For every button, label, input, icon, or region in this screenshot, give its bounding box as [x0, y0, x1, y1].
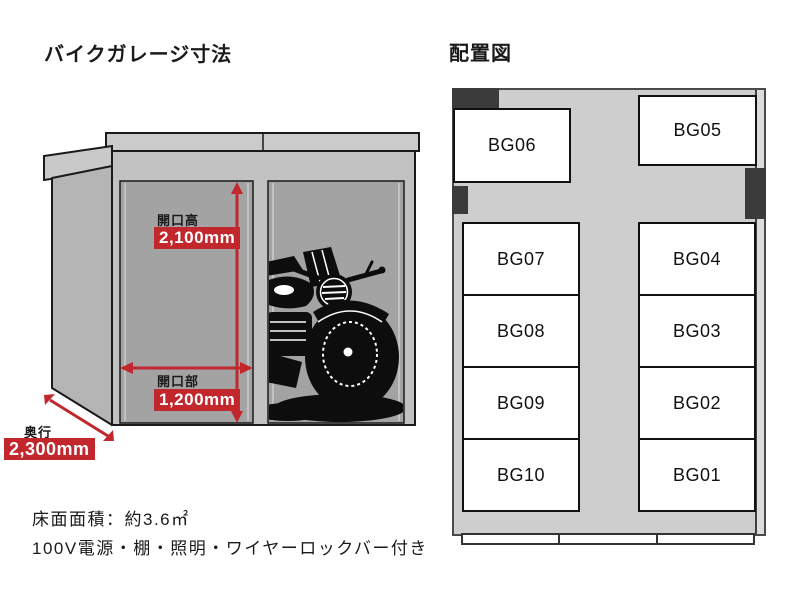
garage-side-wall — [51, 165, 113, 426]
opening-width-value: 1,200mm — [154, 389, 241, 411]
depth-label: 奥行 — [24, 425, 53, 440]
unit-bg04: BG04 — [638, 222, 756, 296]
right-section-title: 配置図 — [449, 43, 512, 65]
unit-bg02: BG02 — [638, 366, 756, 440]
dimension-arrows — [44, 182, 253, 441]
garage-left-opening — [119, 180, 254, 424]
features-note: 100V電源・棚・照明・ワイヤーロックバー付き — [32, 539, 428, 558]
unit-bg01: BG01 — [638, 438, 756, 512]
unit-bg06: BG06 — [453, 108, 571, 183]
layout-map-panel: BG06 BG05 BG07 BG08 BG09 BG10 BG04 BG03 … — [452, 88, 766, 536]
depth-value: 2,300mm — [4, 438, 95, 460]
garage-illustration — [43, 132, 420, 441]
unit-bg08: BG08 — [462, 294, 580, 368]
motorcycle-silhouette — [269, 247, 403, 422]
opening-width-label: 開口部 — [157, 374, 200, 389]
unit-bg03: BG03 — [638, 294, 756, 368]
entrance-strip-segment — [558, 533, 658, 545]
map-dark-block-right — [745, 168, 766, 219]
unit-bg05: BG05 — [638, 95, 757, 166]
map-dark-block-top-left — [452, 88, 499, 108]
opening-height-label: 開口高 — [157, 213, 200, 228]
opening-height-value: 2,100mm — [154, 227, 241, 249]
unit-bg09: BG09 — [462, 366, 580, 440]
entrance-strip-segment — [461, 533, 561, 545]
map-side-corridor — [755, 90, 764, 534]
floor-area-note: 床面面積：約3.6㎡ — [32, 510, 190, 529]
unit-bg07: BG07 — [462, 222, 580, 296]
unit-bg10: BG10 — [462, 438, 580, 512]
entrance-strip-segment — [655, 533, 755, 545]
map-entrance-strip — [461, 533, 755, 545]
map-dark-block-left — [452, 186, 468, 214]
left-section-title: バイクガレージ寸法 — [44, 44, 233, 66]
